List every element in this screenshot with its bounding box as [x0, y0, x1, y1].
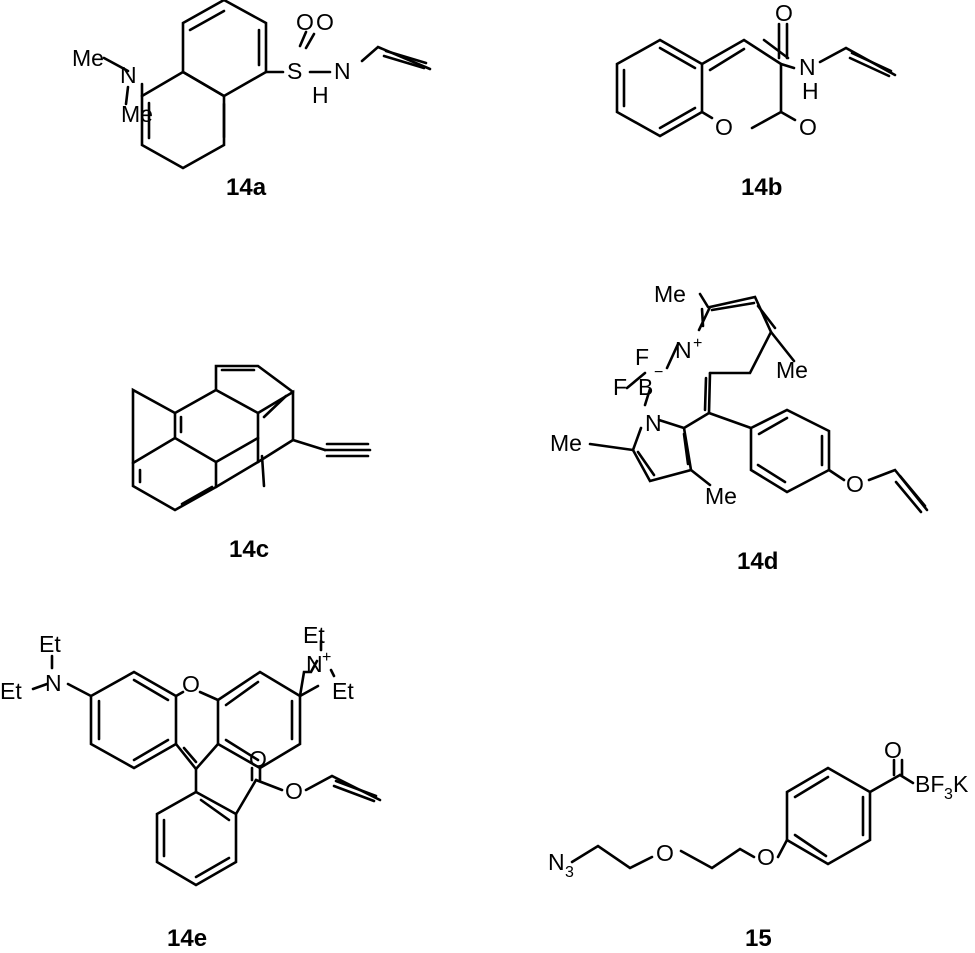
structure-14b: O N H O O 14b — [615, 0, 897, 201]
atom-label: O — [846, 471, 864, 497]
compound-id: 14b — [741, 174, 782, 201]
structure-14a: Me N Me S O O N H 14a — [72, 0, 432, 201]
atom-label: O — [285, 778, 303, 804]
atom-label: N — [645, 410, 662, 436]
atom-label: O — [715, 114, 733, 140]
atom-label: Me — [121, 101, 153, 127]
atom-label: O — [656, 840, 674, 866]
atom-subscript: 3 — [565, 864, 574, 881]
atom-label: N — [675, 337, 692, 363]
atom-label: O — [182, 671, 200, 697]
atom-label: Et — [332, 678, 354, 704]
atom-label: Me — [654, 281, 686, 307]
atom-label: F — [613, 374, 627, 400]
compound-id: 14a — [226, 174, 267, 201]
structure-14c: 14c — [131, 364, 372, 563]
atom-label: BF — [915, 771, 944, 797]
atom-label: O — [316, 9, 334, 35]
atom-label: O — [757, 844, 775, 870]
atom-label: S — [287, 58, 302, 84]
atom-label: O — [296, 9, 314, 35]
atom-label: Et — [39, 631, 61, 657]
compound-id: 15 — [745, 925, 772, 952]
compound-id: 14d — [737, 548, 778, 575]
atom-label: Me — [776, 357, 808, 383]
atom-label: N — [120, 62, 137, 88]
atom-label: Me — [705, 483, 737, 509]
atom-label: K — [953, 771, 969, 797]
charge-label: + — [693, 335, 702, 352]
atom-label: Me — [72, 45, 104, 71]
atom-label: F — [635, 344, 649, 370]
structure-15: O BF 3 K N 3 O O 15 — [548, 737, 969, 952]
atom-label: N — [45, 670, 62, 696]
atom-label: Et — [303, 622, 325, 648]
structure-14d: Me N + Me F F B − N Me Me O 14d — [550, 281, 929, 575]
compound-id: 14e — [167, 925, 207, 952]
structure-14e: Et Et N O N + Et Et O O 14e — [0, 622, 382, 952]
atom-subscript: 3 — [944, 786, 953, 803]
atom-label: O — [884, 737, 902, 763]
atom-label: B — [638, 374, 653, 400]
atom-label: N — [799, 54, 816, 80]
atom-label: N — [334, 58, 351, 84]
compound-id: 14c — [229, 536, 269, 563]
charge-label: + — [322, 649, 331, 666]
atom-label: O — [799, 114, 817, 140]
atom-label: H — [802, 78, 819, 104]
atom-label: Me — [550, 430, 582, 456]
atom-label: H — [312, 82, 329, 108]
atom-label: N — [548, 849, 565, 875]
atom-label: N — [306, 651, 323, 677]
atom-label: Et — [0, 678, 22, 704]
atom-label: O — [249, 746, 267, 772]
charge-label: − — [654, 364, 663, 381]
atom-label: O — [775, 0, 793, 26]
